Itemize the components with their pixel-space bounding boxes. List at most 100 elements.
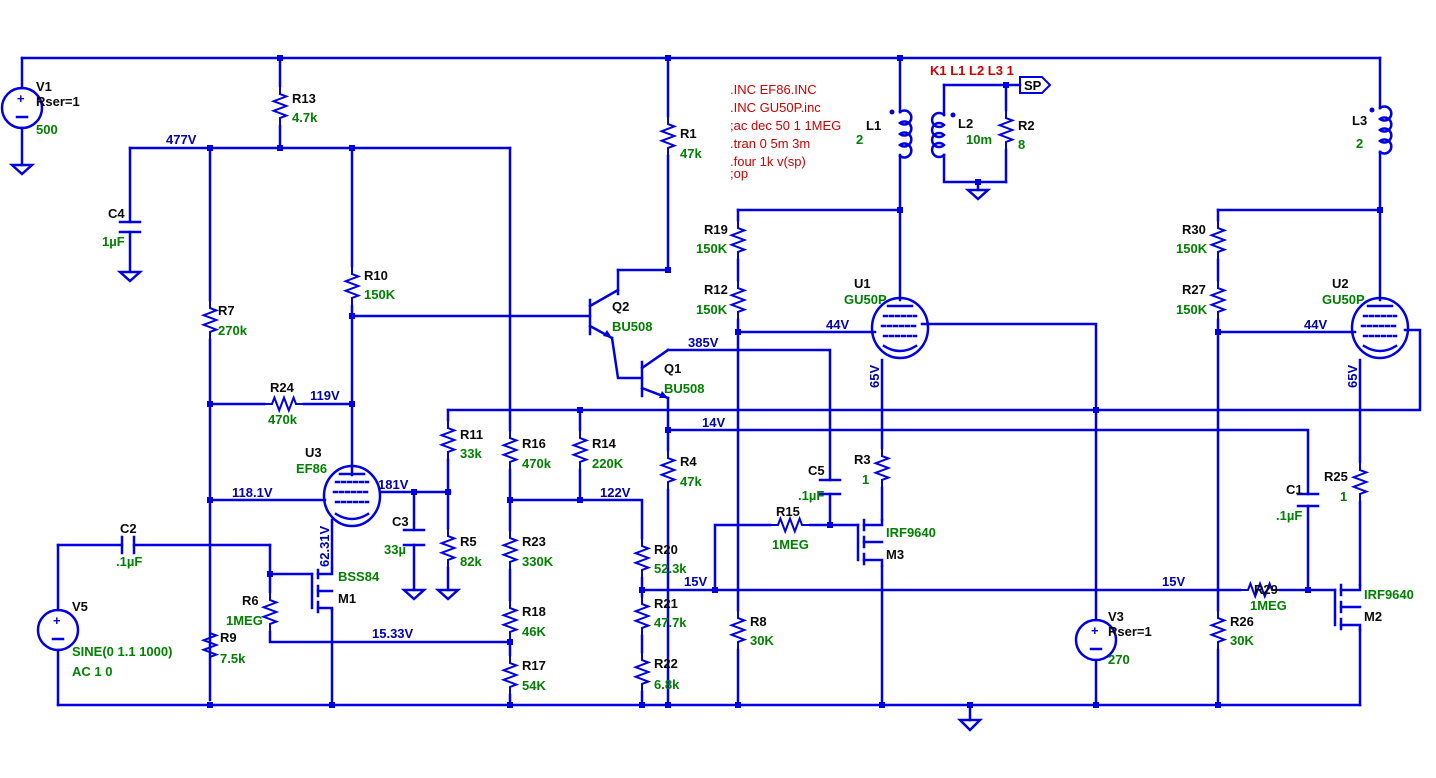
m2-ref: M2	[1364, 609, 1382, 624]
l2-ref: L2	[958, 116, 973, 131]
capacitor-symbols	[118, 220, 1320, 555]
r8-ref: R8	[750, 614, 767, 629]
q2-value: BU508	[612, 319, 652, 334]
c2-value: .1µF	[116, 554, 142, 569]
r24-value: 470k	[268, 412, 298, 427]
r4-value: 47k	[680, 474, 702, 489]
r11-ref: R11	[460, 427, 483, 442]
svg-text:+: +	[17, 91, 25, 106]
directive-4: .tran 0 5m 3m	[730, 136, 810, 151]
r15-value: 1MEG	[772, 537, 809, 552]
c5-ref: C5	[808, 463, 825, 478]
wires	[20, 56, 1422, 722]
r16-ref: R16	[522, 436, 546, 451]
r1-ref: R1	[680, 126, 697, 141]
r29-value: 1MEG	[1250, 598, 1287, 613]
spice-directives: K1 L1 L2 L3 1 .INC EF86.INC .INC GU50P.i…	[730, 63, 1014, 181]
r18-ref: R18	[522, 604, 546, 619]
r29-ref: R29	[1254, 582, 1278, 597]
ground-icon	[116, 270, 144, 283]
net-181v: 181V	[378, 477, 409, 492]
ground-icon	[400, 588, 428, 601]
m3-ref: M3	[886, 547, 904, 562]
r24-ref: R24	[270, 380, 295, 395]
r14-value: 220K	[592, 456, 624, 471]
r27-ref: R27	[1182, 282, 1206, 297]
v1-rser: Rser=1	[36, 94, 80, 109]
directive-3: ;ac dec 50 1 1MEG	[730, 118, 841, 133]
u3-value: EF86	[296, 461, 327, 476]
net-122v: 122V	[600, 485, 631, 500]
u3-ref: U3	[305, 445, 322, 460]
r25-ref: R25	[1324, 469, 1348, 484]
m2-value: IRF9640	[1364, 587, 1414, 602]
net-118v: 118.1V	[232, 485, 273, 500]
ground-icon	[956, 718, 984, 732]
c5-value: .1µF	[798, 488, 824, 503]
r22-ref: R22	[654, 656, 678, 671]
inductor-symbols	[889, 105, 1393, 159]
r6-ref: R6	[242, 593, 259, 608]
r17-ref: R17	[522, 658, 546, 673]
ground-icon	[434, 588, 462, 601]
r1-value: 47k	[680, 146, 702, 161]
r23-ref: R23	[522, 534, 546, 549]
v5-func: SINE(0 1.1 1000)	[72, 644, 172, 659]
v3-ref: V3	[1108, 609, 1124, 624]
r12-value: 150K	[696, 302, 728, 317]
u2-ref: U2	[1332, 276, 1349, 291]
v5-ac: AC 1 0	[72, 664, 112, 679]
tube-symbols	[322, 296, 1410, 528]
c1-value: .1µF	[1276, 508, 1302, 523]
r27-value: 150K	[1176, 302, 1208, 317]
directive-5: .four 1k v(sp)	[730, 154, 806, 169]
directive-2: .INC GU50P.inc	[730, 100, 821, 115]
r15-ref: R15	[776, 504, 800, 519]
r2-value: 8	[1018, 137, 1025, 152]
v3-rser: Rser=1	[1108, 624, 1152, 639]
r26-value: 30K	[1230, 633, 1254, 648]
net-62v: 62.31V	[317, 525, 332, 567]
r3-value: 1	[862, 472, 869, 487]
u2-value: GU50P	[1322, 292, 1365, 307]
r3-ref: R3	[854, 452, 871, 467]
c3-value: 33µ	[384, 542, 406, 557]
net-477v: 477V	[166, 132, 197, 147]
r30-ref: R30	[1182, 222, 1206, 237]
r10-ref: R10	[364, 268, 388, 283]
r22-value: 6.8k	[654, 677, 680, 692]
junctions	[207, 55, 1383, 708]
r21-ref: R21	[654, 596, 678, 611]
r26-ref: R26	[1230, 614, 1254, 629]
r5-value: 82k	[460, 554, 482, 569]
directive-6: ;op	[730, 166, 748, 181]
q2-ref: Q2	[612, 299, 629, 314]
v3-value: 270	[1108, 652, 1130, 667]
c3-ref: C3	[392, 514, 409, 529]
r25-value: 1	[1340, 489, 1347, 504]
voltage-source-symbols: + + +	[0, 86, 1118, 662]
r20-value: 52.3k	[654, 561, 687, 576]
net-44v-u1: 44V	[826, 317, 849, 332]
net-65v-u2: 65V	[1345, 365, 1360, 388]
c4-ref: C4	[108, 206, 125, 221]
r2-ref: R2	[1018, 118, 1035, 133]
directive-1: .INC EF86.INC	[730, 82, 817, 97]
r18-value: 46K	[522, 624, 546, 639]
net-44v-u2: 44V	[1304, 317, 1327, 332]
r7-value: 270k	[218, 323, 248, 338]
coupling-directive: K1 L1 L2 L3 1	[930, 63, 1014, 78]
c2-ref: C2	[120, 521, 137, 536]
r13-ref: R13	[292, 91, 316, 106]
net-labels: 477V 119V 118.1V 181V 62.31V 15.33V 122V…	[166, 132, 1360, 641]
m1-ref: M1	[338, 591, 356, 606]
u1-value: GU50P	[844, 292, 887, 307]
svg-text:+: +	[1091, 623, 1099, 638]
u1-ref: U1	[854, 276, 871, 291]
net-15v-left: 15V	[684, 574, 707, 589]
r11-value: 33k	[460, 446, 482, 461]
sp-port: SP	[1019, 76, 1052, 94]
r9-ref: R9	[220, 630, 237, 645]
r17-value: 54K	[522, 678, 546, 693]
r20-ref: R20	[654, 542, 678, 557]
